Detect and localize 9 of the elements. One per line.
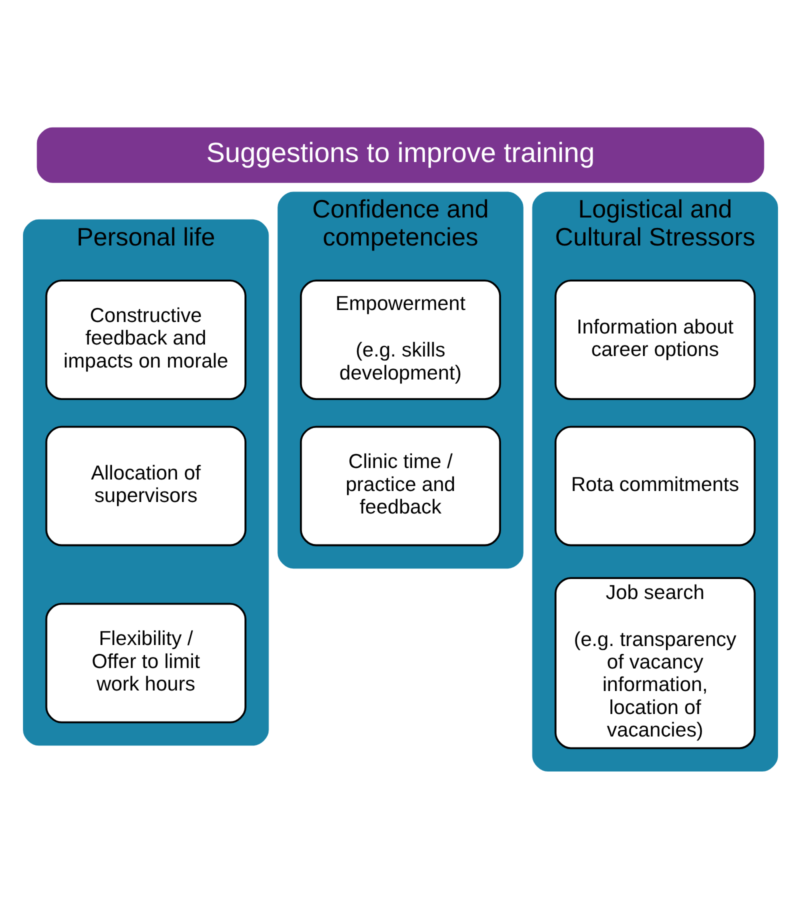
node-box: Job search (e.g. transparency of vacancy information, location of vacancies) — [554, 576, 756, 749]
node-box: Flexibility / Offer to limit work hours — [45, 602, 246, 723]
node-box: Constructive feedback and impacts on morale — [45, 279, 246, 400]
node-box: Empowerment (e.g. skills development) — [300, 279, 502, 400]
node-box: Allocation of supervisors — [45, 425, 246, 546]
node-box: Clinic time / practice and feedback — [300, 425, 502, 546]
node-box: Information about career options — [554, 279, 756, 400]
node-box: Suggestions to improve training — [36, 126, 764, 182]
node-box: Rota commitments — [554, 425, 756, 546]
